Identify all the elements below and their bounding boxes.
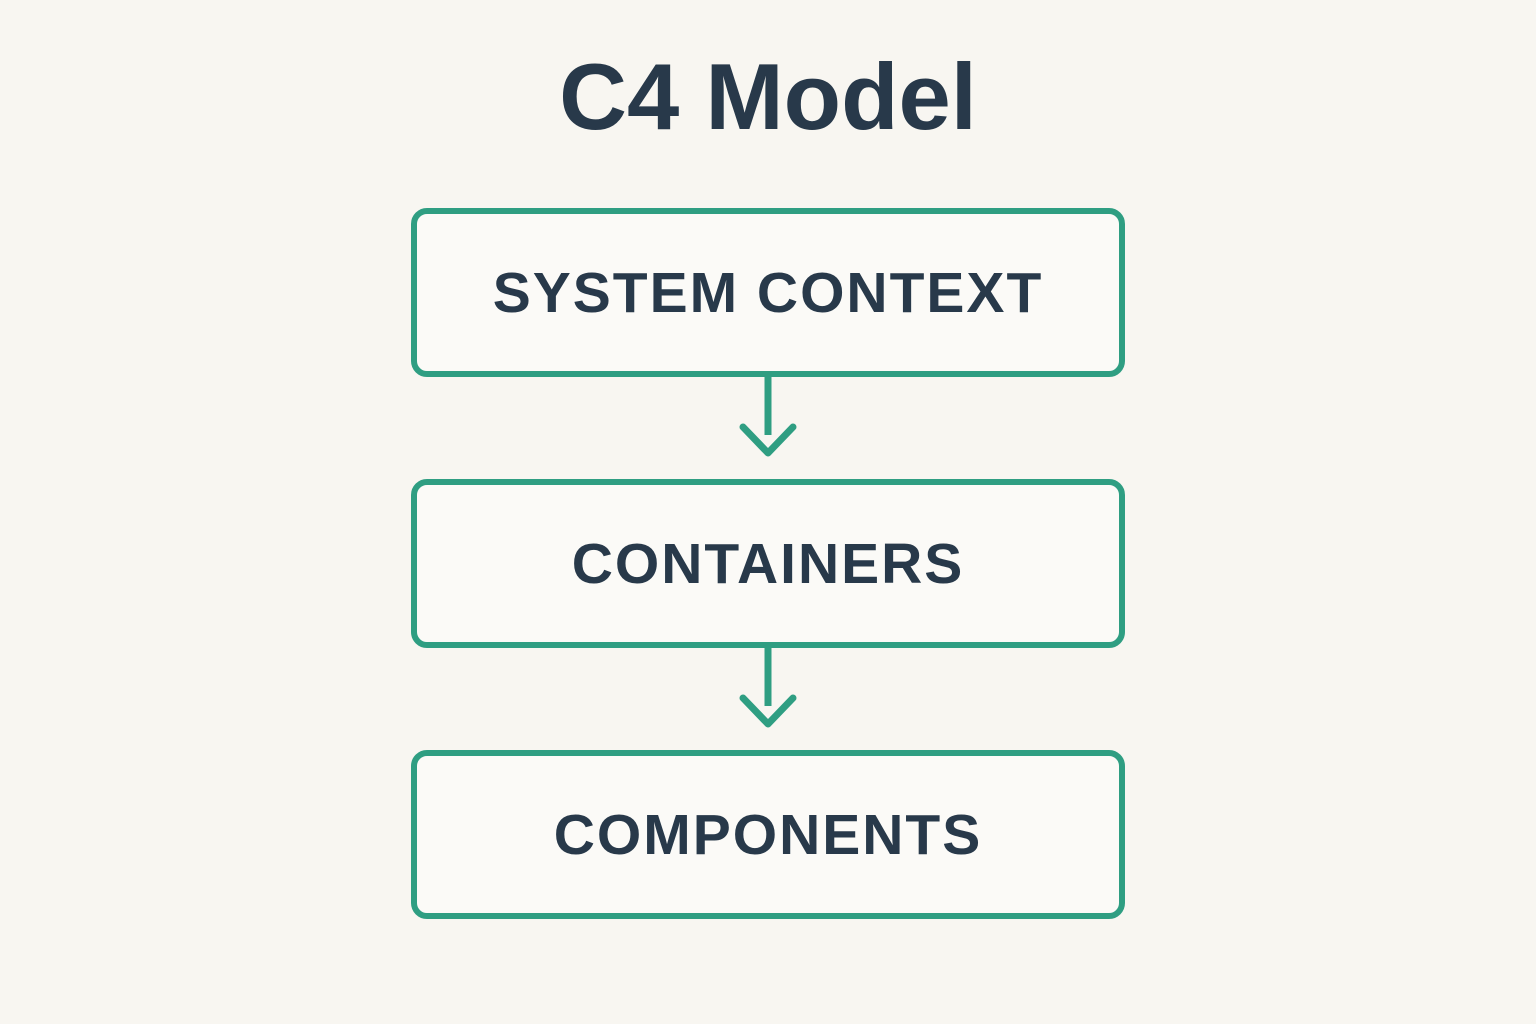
box-system-context: SYSTEM CONTEXT	[411, 208, 1125, 377]
box-components: COMPONENTS	[411, 750, 1125, 919]
box-system-context-label: SYSTEM CONTEXT	[492, 260, 1044, 325]
diagram-title: C4 Model	[559, 44, 977, 149]
down-arrow-icon	[739, 377, 797, 457]
down-arrow-icon	[739, 648, 797, 728]
box-components-label: COMPONENTS	[553, 802, 983, 867]
box-containers: CONTAINERS	[411, 479, 1125, 648]
box-containers-label: CONTAINERS	[571, 531, 965, 596]
diagram-stack: SYSTEM CONTEXT CONTAINERS COMPONENTS	[411, 208, 1125, 919]
